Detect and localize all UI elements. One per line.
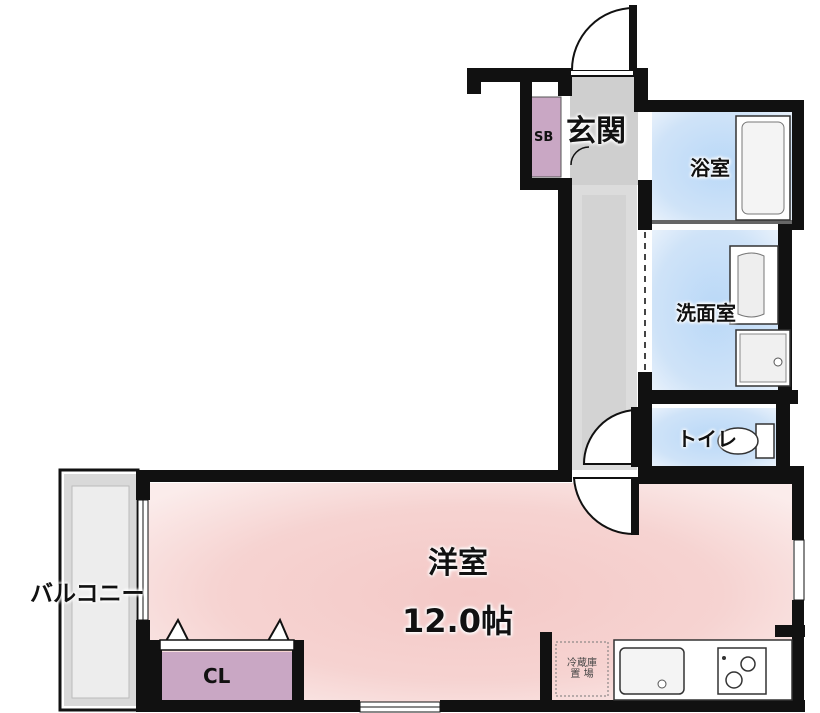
shoe-box-label: SB <box>534 130 554 145</box>
washing-machine-pan-icon <box>735 329 791 387</box>
shoe-box <box>530 96 562 178</box>
toilet-label: トイレ <box>677 427 737 451</box>
bathroom-label: 浴室 <box>690 156 730 180</box>
washbasin-icon <box>729 245 779 325</box>
toilet-icon <box>717 423 775 459</box>
kitchen-sink-icon <box>619 647 685 695</box>
fridge-space-label-line1: 冷蔵庫 <box>567 658 597 669</box>
stove-icon <box>717 647 767 695</box>
closet-door-icon <box>159 617 295 651</box>
fridge-space-label-line2: 置 場 <box>570 669 594 680</box>
door-swing-icon <box>569 5 637 77</box>
western-room-size: 12.0帖 <box>402 602 513 640</box>
closet-label: CL <box>203 664 231 688</box>
door-swing-icon <box>582 407 639 467</box>
closet-floor <box>155 652 297 700</box>
washroom-label: 洗面室 <box>676 301 736 325</box>
entrance-floor <box>570 70 638 185</box>
fridge-space-label: 冷蔵庫 置 場 <box>556 658 608 680</box>
fridge-space <box>555 641 609 697</box>
entrance-label: 玄関 <box>566 114 626 149</box>
door-swing-icon <box>572 477 639 536</box>
bathtub-icon <box>735 115 791 221</box>
walls <box>136 68 805 712</box>
western-room-label: 洋室 <box>428 546 488 581</box>
balcony-label: バルコニー <box>30 581 145 607</box>
